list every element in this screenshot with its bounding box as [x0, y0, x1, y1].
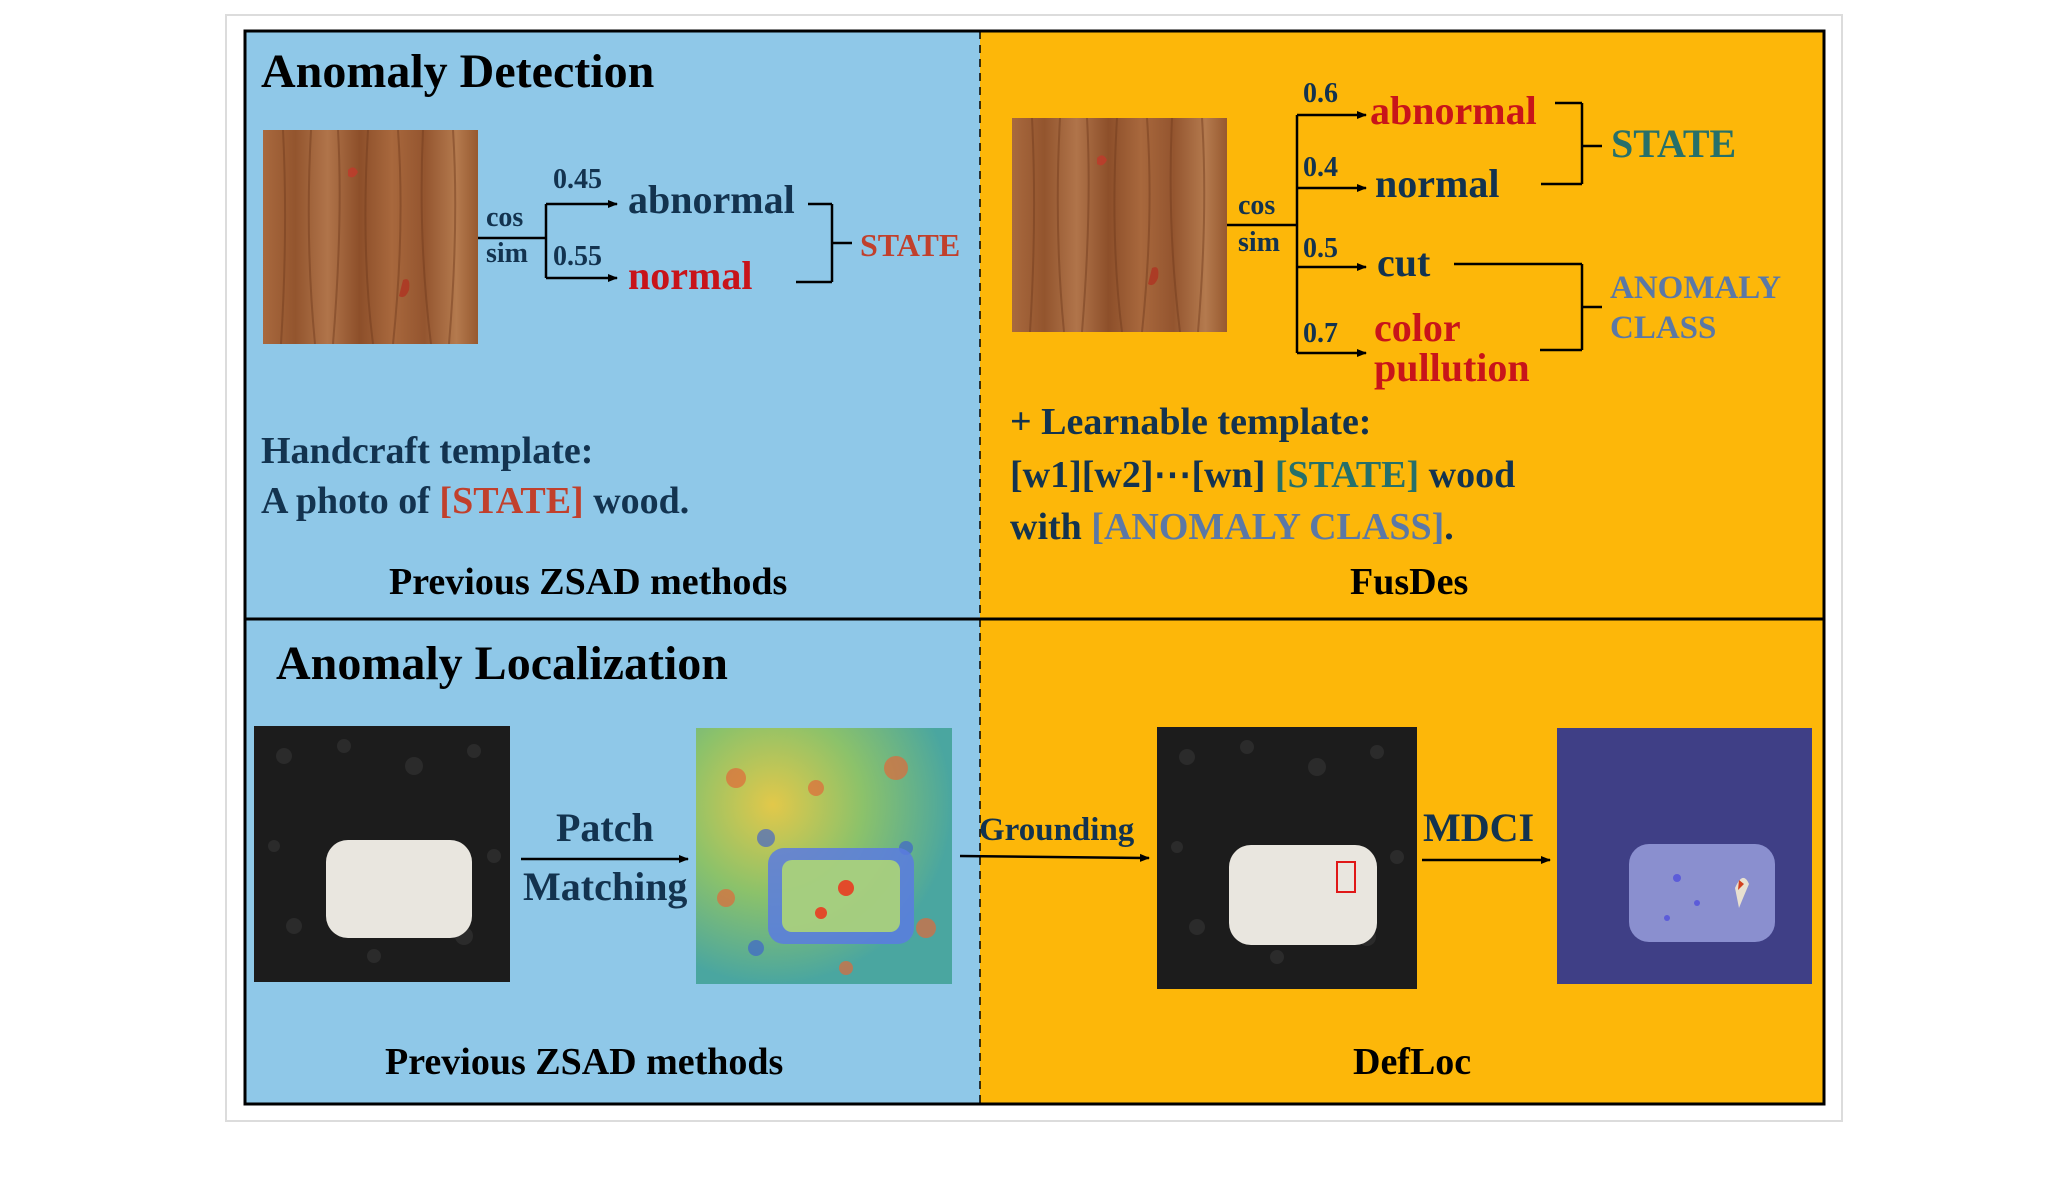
score-color-right: 0.7 [1303, 318, 1338, 349]
cos-label-right: cos [1238, 190, 1276, 221]
label-abnormal-right: abnormal [1370, 88, 1537, 133]
caption-previous-detection: Previous ZSAD methods [389, 561, 788, 603]
gum-image-input [254, 726, 510, 982]
template-suffix: wood. [583, 480, 690, 522]
learnable-prefix: [w1][w2]⋯[wn] [1010, 454, 1275, 496]
state-group-right: STATE [1611, 121, 1737, 166]
caption-defloc: DefLoc [1353, 1041, 1472, 1083]
patch-label: Patch [556, 805, 654, 850]
gum-image-mdci [1557, 728, 1812, 984]
learnable-template-heading: + Learnable template: [1010, 401, 1372, 443]
template-state-token: [STATE] [439, 480, 584, 522]
wood-image-left [263, 130, 478, 344]
learnable-line2-suffix: . [1444, 506, 1454, 548]
learnable-anomaly-class-token: [ANOMALY CLASS] [1091, 506, 1445, 548]
learnable-suffix: wood [1419, 454, 1516, 496]
anomaly-class-group-line2: CLASS [1610, 310, 1717, 346]
heatmap-image [696, 728, 952, 984]
label-color-line2: pullution [1374, 345, 1530, 390]
label-cut-right: cut [1377, 240, 1431, 285]
caption-previous-localization: Previous ZSAD methods [385, 1041, 784, 1083]
score-abnormal-left: 0.45 [553, 164, 602, 195]
learnable-line2-prefix: with [1010, 506, 1092, 548]
state-group-left: STATE [860, 227, 961, 263]
wood-image-right [1012, 118, 1227, 332]
caption-fusdes: FusDes [1350, 561, 1469, 603]
cos-label-left: cos [486, 202, 524, 233]
template-prefix: A photo of [261, 480, 440, 522]
gum-image-grounding [1157, 727, 1417, 989]
learnable-state-token: [STATE] [1274, 454, 1420, 496]
handcraft-template-text: A photo of [STATE] wood. [261, 482, 689, 520]
label-abnormal-left: abnormal [628, 177, 795, 222]
score-abnormal-right: 0.6 [1303, 78, 1338, 109]
handcraft-template-heading: Handcraft template: [261, 430, 594, 472]
mdci-label: MDCI [1423, 805, 1535, 850]
grounding-label: Grounding [979, 812, 1135, 848]
score-normal-left: 0.55 [553, 241, 602, 272]
learnable-template-line2: with [ANOMALY CLASS]. [1010, 508, 1454, 546]
sim-label-right: sim [1238, 227, 1280, 258]
detection-title: Anomaly Detection [261, 45, 655, 98]
score-normal-right: 0.4 [1303, 152, 1338, 183]
matching-label: Matching [523, 864, 688, 909]
learnable-template-line1: [w1][w2]⋯[wn] [STATE] wood [1010, 456, 1515, 494]
label-normal-right: normal [1375, 161, 1500, 206]
score-cut-right: 0.5 [1303, 233, 1338, 264]
anomaly-class-group-line1: ANOMALY [1610, 270, 1782, 306]
label-normal-left: normal [628, 253, 753, 298]
label-color-line1: color [1374, 305, 1461, 350]
sim-label-left: sim [486, 238, 528, 269]
localization-title: Anomaly Localization [276, 637, 728, 690]
